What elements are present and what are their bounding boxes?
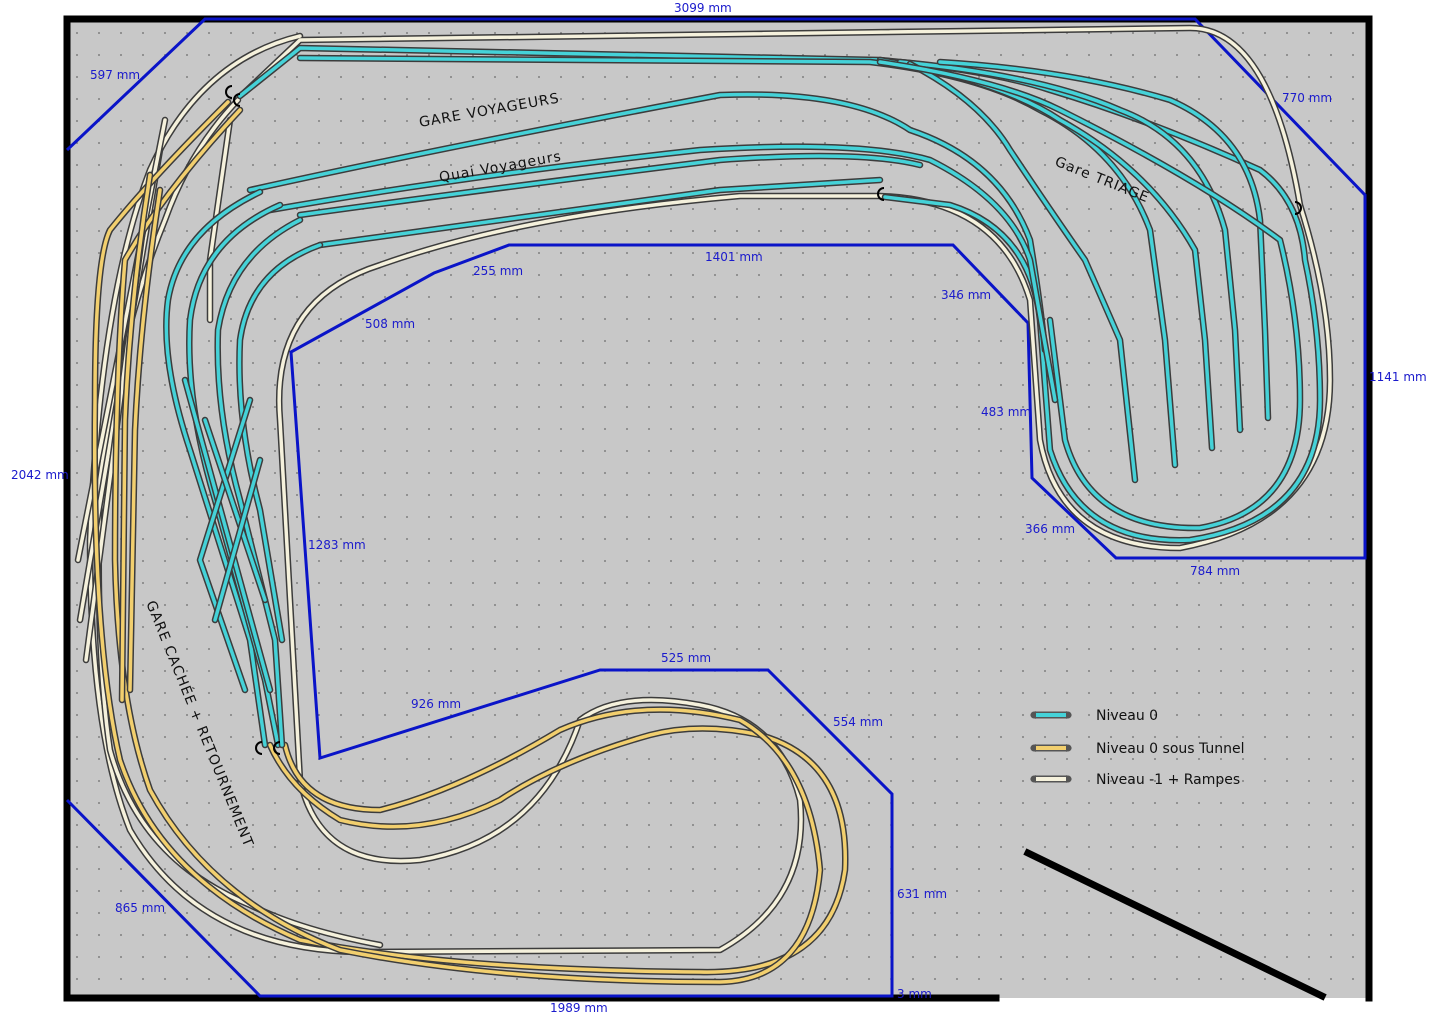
dim-corner-bottom-left: 865 mm (115, 901, 165, 915)
dim-bottom-tiny: 3 mm (897, 987, 932, 1001)
legend-label: Niveau 0 sous Tunnel (1096, 741, 1245, 757)
track-level-0 (236, 44, 1324, 544)
buffer-stop (877, 187, 885, 201)
track-level-0 (236, 241, 324, 644)
track-level-0 (936, 58, 1272, 422)
dimension-labels: 3099 mm 597 mm 770 mm 1141 mm 2042 mm 25… (11, 1, 1427, 1015)
track-level-0 (196, 396, 254, 694)
track-level-0 (906, 60, 1139, 484)
dim-left-height: 2042 mm (11, 468, 69, 482)
track-level-0 (163, 188, 269, 749)
legend-item-level-0-tunnel: Niveau 0 sous Tunnel (1030, 741, 1245, 757)
dim-top-width: 3099 mm (674, 1, 732, 15)
dim-right-height: 1141 mm (1369, 370, 1427, 384)
dim-inner-bottom-right-vert: 631 mm (897, 887, 947, 901)
track-level-0 (296, 152, 924, 219)
dim-corner-top-left: 597 mm (90, 68, 140, 82)
dim-inner-top-left-short: 255 mm (473, 264, 523, 278)
legend-label: Niveau -1 + Rampes (1096, 772, 1240, 788)
tracks (74, 24, 1334, 986)
buffer-stop (255, 741, 263, 755)
legend-item-level-0: Niveau 0 (1030, 708, 1158, 724)
dim-inner-right-diag: 346 mm (941, 288, 991, 302)
legend: Niveau 0 Niveau 0 sous Tunnel Niveau -1 … (1030, 708, 1245, 788)
dim-inner-bottom-diag: 926 mm (411, 697, 461, 711)
dim-inner-bottom-top: 525 mm (661, 651, 711, 665)
dim-inner-right-bottom: 784 mm (1190, 564, 1240, 578)
dim-inner-left-vert: 1283 mm (308, 538, 366, 552)
track-level-0-tunnel (118, 171, 154, 704)
track-level-0 (181, 376, 274, 694)
legend-item-level-minus-1: Niveau -1 + Rampes (1030, 772, 1240, 788)
dim-corner-top-right: 770 mm (1282, 91, 1332, 105)
dim-inner-diag-left: 508 mm (365, 317, 415, 331)
track-level-0 (266, 143, 1059, 404)
track-level-0 (246, 91, 1049, 354)
dim-bottom-width: 1989 mm (550, 1001, 608, 1015)
buffer-stop (233, 93, 241, 107)
buffer-stops (225, 85, 1302, 755)
buffer-stop (225, 85, 233, 99)
track-level-0-tunnel (126, 186, 164, 694)
dim-inner-right-lower-diag: 366 mm (1025, 522, 1075, 536)
dim-inner-top: 1401 mm (705, 250, 763, 264)
track-level-0 (876, 58, 1304, 532)
board-edges (65, 17, 1367, 998)
track-level-0 (201, 416, 269, 604)
buffer-stop (1294, 201, 1302, 215)
legend-label: Niveau 0 (1096, 708, 1158, 724)
buffer-stop (273, 741, 281, 755)
track-level-0-tunnel (111, 106, 824, 986)
track-level-0 (316, 176, 884, 249)
track-level-0 (211, 456, 264, 624)
dim-inner-bottom-right-diag: 554 mm (833, 715, 883, 729)
dim-inner-right-vert: 483 mm (981, 405, 1031, 419)
track-level-0-tunnel (91, 98, 849, 976)
